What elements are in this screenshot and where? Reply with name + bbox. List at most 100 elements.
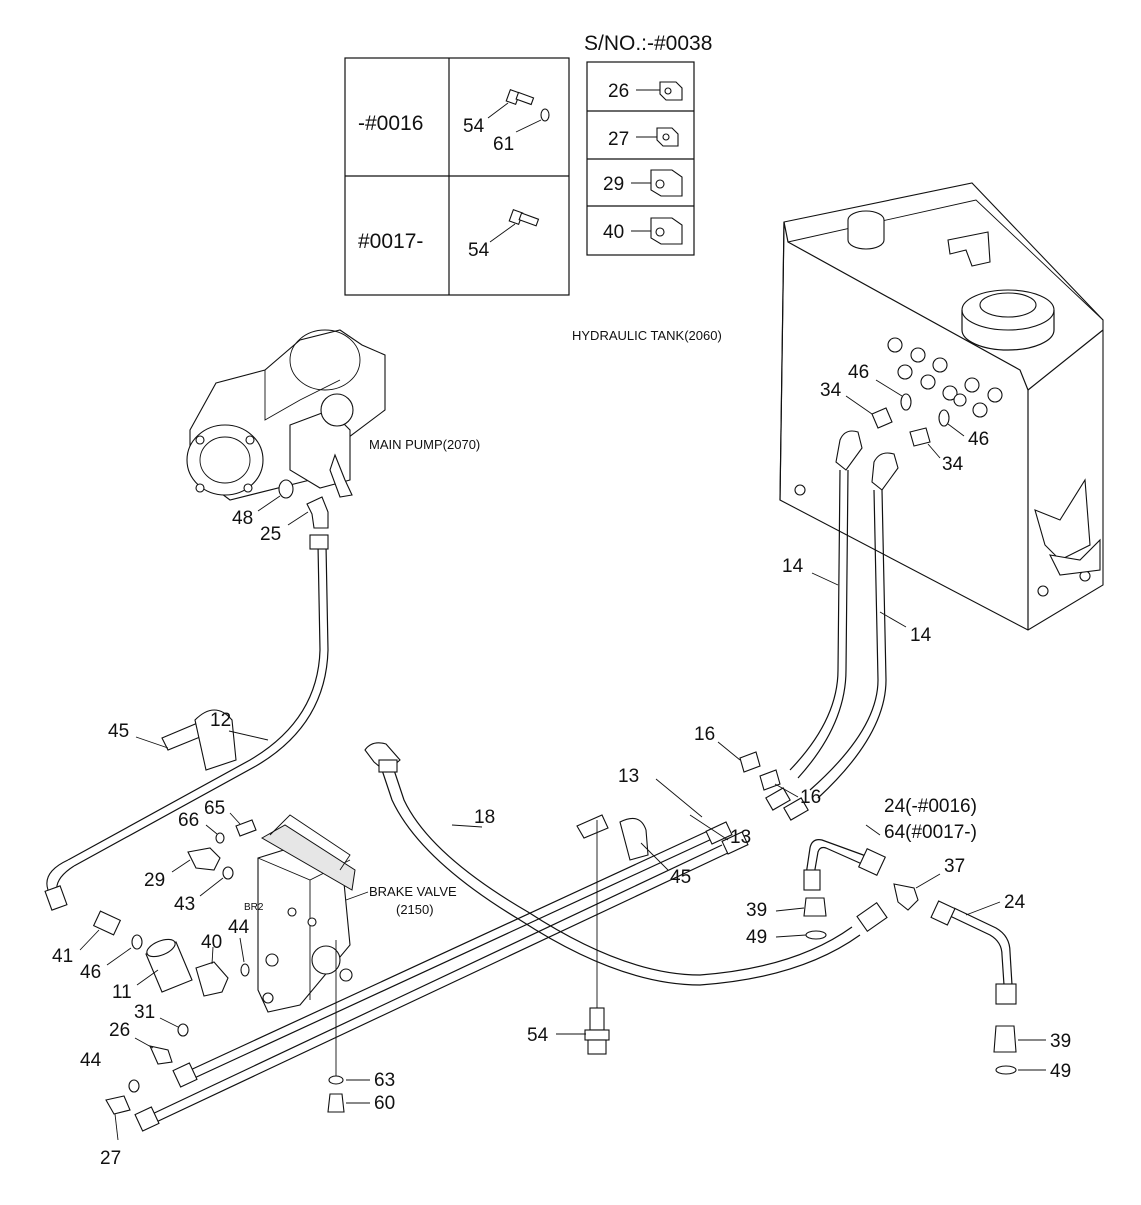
brake-valve: [257, 814, 356, 1013]
callout-27: 27: [100, 1148, 121, 1169]
serial-row1-label: -#0016: [358, 112, 423, 135]
callout-29-left: 29: [144, 870, 165, 891]
plug-60: [327, 1093, 345, 1113]
callout-65: 65: [204, 798, 225, 819]
main-pump-label: MAIN PUMP(2070): [369, 437, 480, 452]
washer-31: [177, 1023, 189, 1037]
sno-title: S/NO.:-#0038: [584, 32, 712, 55]
callout-11: 11: [112, 982, 132, 1003]
hose-18: [364, 742, 888, 986]
callout-13-lower: 13: [730, 827, 751, 848]
callout-45-left: 45: [108, 721, 129, 742]
washer-43: [222, 866, 234, 880]
callout-49-right: 49: [1050, 1061, 1071, 1082]
sno-table: S/NO.:-#0038 26 27 29 40: [584, 32, 712, 256]
callout-60: 60: [374, 1093, 395, 1114]
pipe-11: [145, 938, 193, 993]
fitting-27: [105, 1095, 131, 1115]
callout-31: 31: [134, 1002, 155, 1023]
hose-14-pair: [765, 430, 899, 821]
callout-24-upper: 24(-#0016): [884, 796, 977, 817]
callout-54-row2: 54: [468, 240, 490, 261]
sno-item-26: 26: [608, 81, 629, 102]
brake-valve-port: BR2: [244, 902, 264, 913]
hose-13-pair: [134, 821, 749, 1132]
callout-46-right: 46: [968, 429, 989, 450]
clamp-45-center: [576, 814, 649, 861]
callout-18: 18: [474, 807, 495, 828]
callout-39-left: 39: [746, 900, 767, 921]
serial-table: -#0016 #0017- 54 61 54: [344, 57, 570, 296]
elbow-25: [306, 496, 329, 529]
fitting-26: [149, 1045, 173, 1065]
callout-13-upper: 13: [618, 766, 639, 787]
callout-12: 12: [210, 710, 231, 731]
bolt-washer-icon: [505, 88, 550, 122]
callout-25: 25: [260, 524, 281, 545]
o-ring-66: [215, 832, 225, 844]
brake-valve-code: (2150): [396, 902, 434, 917]
callout-39-right: 39: [1050, 1031, 1071, 1052]
sno-item-27: 27: [608, 129, 629, 150]
o-ring-46-right: [938, 409, 950, 427]
washer-49-right: [995, 1065, 1017, 1075]
fitting-26-icon: [659, 81, 683, 101]
serial-row2-label: #0017-: [358, 230, 423, 253]
washer-63: [328, 1075, 344, 1085]
hydraulic-tank: [779, 182, 1104, 631]
sno-item-40: 40: [603, 222, 624, 243]
fitting-16-upper: [739, 751, 761, 773]
callout-61: 61: [493, 134, 514, 155]
o-ring-46-left: [131, 934, 143, 950]
bolt-icon: [508, 208, 540, 227]
washer-44-lower: [128, 1079, 140, 1093]
callout-14-upper: 14: [782, 556, 804, 577]
callout-41: 41: [52, 946, 73, 967]
callout-64: 64(#0017-): [884, 822, 977, 843]
fitting-40-icon: [650, 217, 683, 245]
o-ring-46-upper: [900, 393, 912, 411]
callout-34-upper: 34: [820, 380, 842, 401]
callout-48: 48: [232, 508, 253, 529]
fitting-39-right: [993, 1025, 1017, 1053]
o-ring-48: [278, 479, 294, 499]
tee-37: [893, 883, 919, 911]
clamp-45-left: [161, 709, 237, 771]
callout-14-lower: 14: [910, 625, 932, 646]
callout-46-left: 46: [80, 962, 101, 983]
bolt-54: [584, 1007, 610, 1055]
callout-24-right: 24: [1004, 892, 1026, 913]
callout-63: 63: [374, 1070, 395, 1091]
tee-29: [187, 847, 221, 871]
callout-37: 37: [944, 856, 965, 877]
callout-44-lower: 44: [80, 1050, 102, 1071]
washer-49-left: [805, 930, 827, 940]
callout-45-center: 45: [670, 867, 691, 888]
callout-16-lower: 16: [800, 787, 821, 808]
brake-valve-label: BRAKE VALVE: [369, 884, 457, 899]
callout-40: 40: [201, 932, 222, 953]
fitting-34-lower: [909, 427, 931, 447]
fitting-65: [235, 819, 257, 837]
callout-44-upper: 44: [228, 917, 250, 938]
callout-43: 43: [174, 894, 195, 915]
fitting-39-left: [803, 897, 827, 917]
callout-66: 66: [178, 810, 199, 831]
fitting-29-icon: [650, 169, 683, 197]
callout-16-upper: 16: [694, 724, 715, 745]
fitting-16-lower: [759, 769, 781, 791]
callout-26: 26: [109, 1020, 130, 1041]
main-pump: [186, 329, 386, 501]
callout-46-upper: 46: [848, 362, 869, 383]
sno-item-29: 29: [603, 174, 624, 195]
callout-54-row1: 54: [463, 116, 485, 137]
hose-24-upper: [803, 839, 887, 891]
callout-34-lower: 34: [942, 454, 964, 475]
fitting-41: [92, 910, 122, 936]
fitting-34-upper: [871, 407, 893, 429]
hydraulic-tank-label: HYDRAULIC TANK(2060): [572, 328, 722, 343]
hose-24-right: [930, 900, 1017, 1005]
elbow-40: [195, 961, 229, 997]
